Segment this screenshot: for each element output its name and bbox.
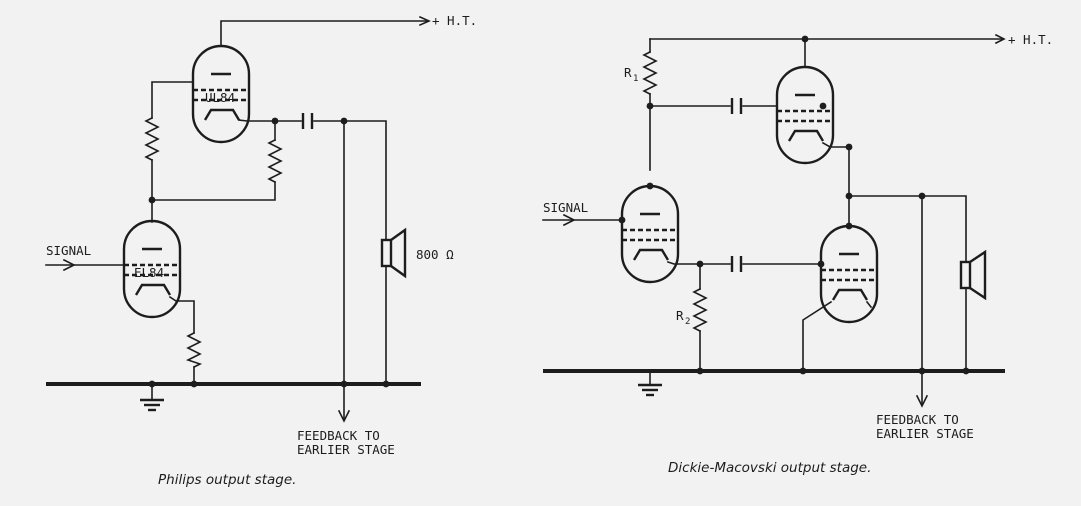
philips-caption: Philips output stage.: [158, 472, 296, 488]
dickie-macovski-circuit: + H.T. R 1 R 2 SIGNAL FEEDBACK TO EARLIE…: [542, 32, 1053, 476]
r2-letter: R: [676, 308, 684, 323]
dickie-ht-label: + H.T.: [1008, 32, 1053, 47]
philips-feedback-line1: FEEDBACK TO: [297, 428, 380, 443]
philips-signal-label: SIGNAL: [46, 243, 91, 258]
dickie-signal-label: SIGNAL: [543, 200, 588, 215]
r2-subscript: 2: [685, 317, 690, 327]
lower-output-tube: [819, 224, 879, 324]
upper-output-tube: [775, 65, 835, 165]
philips-circuit: + H.T. UL84 EL84 SIGNAL 800 Ω FEEDBACK T…: [45, 13, 477, 488]
philips-feedback-line2: EARLIER STAGE: [297, 442, 395, 457]
dickie-caption: Dickie-Macovski output stage.: [668, 460, 871, 476]
philips-ht-label: + H.T.: [432, 13, 477, 28]
ul84-label: UL84: [205, 90, 235, 105]
r1-letter: R: [624, 65, 632, 80]
driver-tube: [620, 184, 680, 284]
el84-label: EL84: [134, 265, 164, 280]
dickie-feedback-line1: FEEDBACK TO: [876, 412, 959, 427]
r1-subscript: 1: [633, 74, 638, 84]
speaker-impedance-label: 800 Ω: [416, 247, 454, 262]
dickie-feedback-line2: EARLIER STAGE: [876, 426, 974, 441]
